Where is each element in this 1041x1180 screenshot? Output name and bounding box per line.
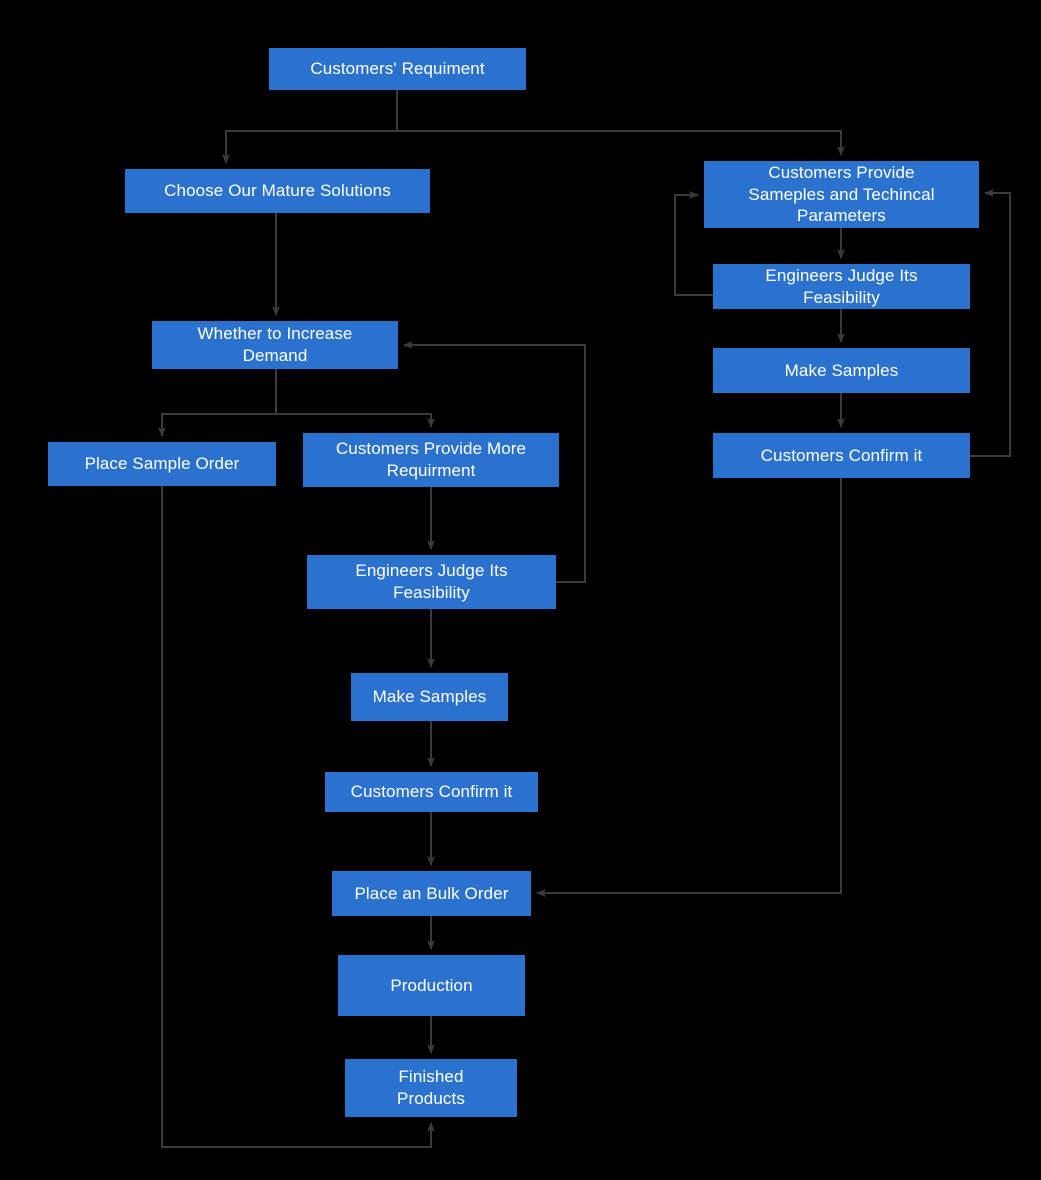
node-engineers-judge-right[interactable]: Engineers Judge Its Feasibility <box>713 264 970 309</box>
node-whether-increase-demand[interactable]: Whether to Increase Demand <box>152 321 398 369</box>
node-make-samples-mid[interactable]: Make Samples <box>351 673 508 721</box>
node-customers-confirm-mid[interactable]: Customers Confirm it <box>325 772 538 812</box>
node-production[interactable]: Production <box>338 955 525 1016</box>
node-place-bulk-order[interactable]: Place an Bulk Order <box>332 871 531 916</box>
edge-confirm-r-to-bulk <box>536 478 842 897</box>
edge-whether-to-more-req <box>275 369 435 428</box>
node-make-samples-right[interactable]: Make Samples <box>713 348 970 393</box>
node-customers-requiment[interactable]: Customers' Requiment <box>269 48 526 90</box>
node-customers-provide-samples[interactable]: Customers Provide Sameples and Techincal… <box>704 161 979 228</box>
node-place-sample-order[interactable]: Place Sample Order <box>48 442 276 486</box>
edge-whether-to-sample-order <box>158 369 277 437</box>
edge-req-to-choose <box>222 90 398 164</box>
edge-confirm-back-to-provide <box>970 189 1011 457</box>
node-customers-confirm-right[interactable]: Customers Confirm it <box>713 433 970 478</box>
node-customers-provide-more[interactable]: Customers Provide More Requirment <box>303 433 559 487</box>
edge-req-to-provide-samples <box>396 90 845 156</box>
node-choose-mature-solutions[interactable]: Choose Our Mature Solutions <box>125 169 430 213</box>
node-finished-products[interactable]: Finished Products <box>345 1059 517 1117</box>
node-engineers-judge-mid[interactable]: Engineers Judge Its Feasibility <box>307 555 556 609</box>
